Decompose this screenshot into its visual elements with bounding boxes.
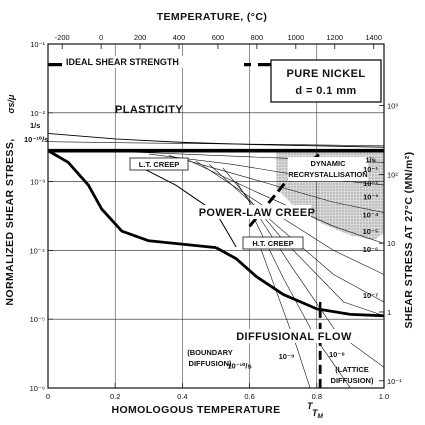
- lt-creep-label: L.T. CREEP: [139, 160, 179, 169]
- y-tick-label: 10⁻⁵: [30, 315, 45, 324]
- strain-rate-bottom-label: 10⁻⁹: [279, 352, 295, 361]
- strain-rate-right-label: 10⁻⁷: [363, 291, 378, 300]
- strain-rate-right-label: 10⁻¹: [363, 165, 378, 174]
- strain-rate-contour: [222, 167, 385, 317]
- material-box-line1: PURE NICKEL: [287, 68, 366, 80]
- plasticity-powerlaw-boundary: [47, 149, 217, 250]
- power-law-creep-label: POWER-LAW CREEP: [199, 207, 316, 219]
- top-tick-label: 600: [212, 33, 225, 42]
- material-box: [270, 59, 382, 103]
- y-tick-label: 10⁻⁶: [30, 384, 45, 393]
- top-tick-label: 1200: [326, 33, 343, 42]
- right-tick-label: 10: [387, 239, 395, 248]
- power-law-label-bg: [203, 205, 311, 219]
- plasticity-upper-contour: [47, 132, 385, 148]
- x-tick-label: 0.2: [110, 392, 120, 401]
- lattice-diffusion-line1: (LATTICE: [335, 365, 369, 374]
- axis-ticks: 0 0.2 0.4 0.6 0.8 1.0 10⁻¹ 10⁻² 10⁻³ 10⁻⁴ 10⁻⁵ 10⁻⁶…: [29, 33, 402, 401]
- plot-frame: [47, 43, 385, 389]
- dynamic-recryst-label-bg: [288, 157, 368, 181]
- x-tick-label: 0.8: [312, 392, 322, 401]
- strain-rate-left-1s: 1/s: [30, 121, 40, 130]
- ht-creep-box: [242, 236, 304, 250]
- ht-lt-creep-boundary: [135, 163, 237, 248]
- strain-rate-contour: [168, 155, 385, 213]
- top-tick-label: 800: [251, 33, 264, 42]
- dynamic-label-line1: DYNAMIC: [311, 159, 347, 168]
- x-tick-label: 1.0: [379, 392, 389, 401]
- lt-creep-box: [129, 157, 189, 171]
- strain-rate-right-label: 10⁻²: [363, 179, 378, 188]
- right-axis-title: SHEAR STRESS AT 27°C (MN/m²): [403, 152, 415, 329]
- strain-rate-contour: [235, 181, 385, 368]
- top-axis-title: TEMPERATURE, (°C): [157, 11, 268, 23]
- right-tick-label: 10⁻¹: [387, 377, 402, 386]
- top-tick-label: 1400: [365, 33, 382, 42]
- strain-rate-right-label: 10⁻⁶: [363, 245, 379, 254]
- strain-rate-right-label: 10⁻⁴: [363, 211, 379, 220]
- boundary-diffusion-line1: (BOUNDARY: [187, 348, 233, 357]
- x-axis-title: HOMOLOGOUS TEMPERATURE: [111, 404, 280, 416]
- strain-rate-bottom-label: 10⁻¹⁰/s: [227, 362, 251, 371]
- strain-rate-right-labels: 1/s10⁻¹ 10⁻² 10⁻³ 10⁻⁴ 10⁻⁵ 10⁻⁶ 10⁻⁷: [363, 156, 379, 301]
- ideal-shear-strength-label: IDEAL SHEAR STRENGTH: [66, 57, 179, 67]
- strain-rate-right-label: 1/s: [365, 156, 375, 165]
- top-tick-label: 400: [173, 33, 186, 42]
- x-tick-label: 0: [46, 392, 50, 401]
- boundary-diffusion-line2: DIFFUSION): [189, 359, 232, 368]
- x-axis-fraction-numerator: T: [307, 401, 314, 411]
- right-tick-label: 10²: [387, 170, 398, 179]
- strain-rate-bottom-label: 10⁻⁸: [329, 350, 345, 359]
- diffusional-flow-label: DIFFUSIONAL FLOW: [236, 331, 352, 343]
- strain-rate-right-label: 10⁻³: [363, 193, 378, 202]
- x-axis-fraction-denominator: TM: [312, 408, 324, 420]
- top-tick-label: -200: [55, 33, 70, 42]
- ideal-strength-label-bg: [64, 56, 244, 68]
- y-tick-label: 10⁻³: [30, 178, 45, 187]
- strain-rate-contour: [249, 208, 351, 389]
- y-tick-label: 10⁻⁴: [29, 246, 45, 255]
- material-box-line2: d = 0.1 mm: [295, 85, 356, 97]
- top-tick-label: 1000: [287, 33, 304, 42]
- right-tick-label: 10³: [387, 102, 398, 111]
- diffusional-flow-label-bg: [230, 329, 358, 343]
- strain-rate-bottom-labels: 10⁻¹⁰/s 10⁻⁹ 10⁻⁸: [227, 350, 345, 371]
- strain-rate-left-low: 10⁻¹⁰/s: [24, 135, 48, 144]
- x-axis-frac-den-sub: M: [318, 413, 324, 420]
- y-tick-label: 10⁻²: [30, 109, 45, 118]
- strain-rate-contour: [195, 160, 385, 275]
- x-tick-label: 0.4: [177, 392, 187, 401]
- x-axis-frac-den: T: [312, 408, 319, 418]
- plasticity-label: PLASTICITY: [115, 104, 183, 116]
- top-tick-label: 0: [99, 33, 103, 42]
- strain-rate-right-label: 10⁻⁵: [363, 227, 379, 236]
- dynamic-label-line2: RECRYSTALLISATION: [288, 170, 367, 179]
- x-tick-label: 0.6: [244, 392, 254, 401]
- top-tick-label: 200: [134, 33, 147, 42]
- strain-rate-contour: [256, 236, 311, 389]
- y-axis-title-main: NORMALIZED SHEAR STRESS,: [4, 138, 16, 305]
- y-axis-symbol: σs/μ: [6, 94, 16, 113]
- right-tick-label: 1: [387, 308, 391, 317]
- x-axis-title-main: HOMOLOGOUS TEMPERATURE: [111, 404, 280, 416]
- ht-creep-label: H.T. CREEP: [252, 239, 293, 248]
- strain-rate-contour: [148, 153, 385, 186]
- y-axis-title: NORMALIZED SHEAR STRESS,: [4, 138, 16, 305]
- y-tick-label: 10⁻¹: [30, 40, 45, 49]
- lattice-diffusion-line2: DIFFUSION): [331, 376, 374, 385]
- powerlaw-diffusional-boundary: [215, 246, 385, 318]
